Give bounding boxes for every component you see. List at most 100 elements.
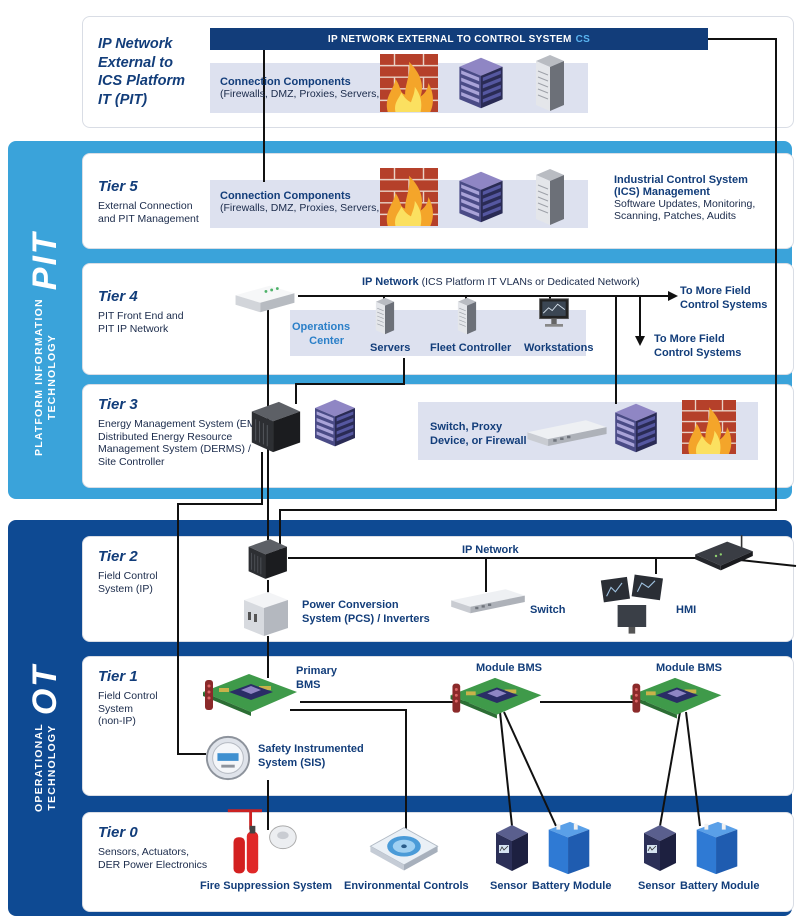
tier1-desc-line-1: Field Control bbox=[98, 690, 158, 702]
tier3-title: Tier 3 bbox=[98, 396, 138, 413]
tier4-desc-line-1: PIT Front End and bbox=[98, 310, 184, 322]
external-components-title: Connection Components bbox=[220, 76, 351, 88]
fleet-controller-label: Fleet Controller bbox=[430, 342, 512, 354]
tier4-network-label: IP Network (ICS Platform IT VLANs or Ded… bbox=[362, 276, 640, 288]
tier5-desc-line-1: External Connection bbox=[98, 200, 193, 212]
more1-line-2: Control Systems bbox=[680, 299, 768, 311]
switch-proxy-line-2: Device, or Firewall bbox=[430, 435, 527, 447]
tier5-desc-line-2: and PIT Management bbox=[98, 212, 199, 225]
external-banner: IP NETWORK EXTERNAL TO CONTROL SYSTEM CS bbox=[210, 28, 708, 50]
battery-module-1-label: Battery Module bbox=[532, 880, 612, 892]
circuit-board-icon bbox=[624, 674, 726, 732]
server-rack-icon bbox=[310, 396, 360, 450]
tier5-components-sub: (Firewalls, DMZ, Proxies, Servers, etc.) bbox=[220, 202, 403, 214]
primary-bms-line-1: Primary bbox=[296, 665, 337, 677]
server-rack-icon bbox=[610, 400, 662, 456]
tier0-desc: Sensors, Actuators, DER Power Electronic… bbox=[98, 846, 207, 871]
network-switch-icon bbox=[524, 416, 610, 452]
tier2-desc-line-1: Field Control bbox=[98, 570, 158, 582]
ics-title-line-2: (ICS) Management bbox=[614, 186, 710, 198]
server-tower-icon bbox=[530, 166, 570, 228]
ics-management: Industrial Control System (ICS) Manageme… bbox=[614, 174, 755, 222]
switch-proxy-line-1: Switch, Proxy bbox=[430, 421, 503, 433]
tier3-desc: Energy Management System (EMS) / Distrib… bbox=[98, 418, 272, 468]
tier1-desc: Field Control System (non-IP) bbox=[98, 690, 158, 728]
external-title-line-1: IP Network bbox=[98, 36, 173, 52]
hmi-label: HMI bbox=[676, 604, 697, 616]
more-field-2: To More Field Control Systems bbox=[654, 332, 741, 360]
server-rack-icon bbox=[454, 168, 508, 226]
firewall-icon bbox=[682, 400, 736, 454]
tier1-desc-line-3: (non-IP) bbox=[98, 715, 136, 727]
tier5-desc: External Connection and PIT Management bbox=[98, 200, 199, 225]
tier4-desc-line-2: PIT IP Network bbox=[98, 322, 169, 335]
tier3-desc-line-4: Site Controller bbox=[98, 455, 165, 468]
field-controller-icon bbox=[244, 536, 290, 582]
external-title-line-4: IT (PIT) bbox=[98, 91, 148, 108]
pcs-label: Power Conversion System (PCS) / Inverter… bbox=[302, 598, 430, 626]
circuit-board-icon bbox=[196, 670, 302, 730]
tier3-desc-line-2: Distributed Energy Resource bbox=[98, 430, 233, 443]
tier2-desc: Field Control System (IP) bbox=[98, 570, 158, 595]
circuit-board-icon bbox=[444, 674, 546, 732]
external-title: IP Network External to ICS Platform IT (… bbox=[98, 35, 185, 109]
ics-sub-line-2: Scanning, Patches, Audits bbox=[614, 210, 736, 222]
tier1-desc-line-2: System bbox=[98, 702, 134, 715]
server-tower-icon bbox=[372, 294, 398, 338]
pcs-line-2: System (PCS) / Inverters bbox=[302, 613, 430, 625]
primary-bms-line-2: BMS bbox=[296, 679, 321, 691]
ics-title-line-1: Industrial Control System bbox=[614, 174, 748, 186]
network-switch-icon bbox=[448, 584, 528, 620]
tier2-panel bbox=[82, 536, 794, 642]
ics-sub-line-1: Software Updates, Monitoring, bbox=[614, 198, 756, 210]
switch-proxy-label: Switch, Proxy Device, or Firewall bbox=[430, 420, 527, 448]
tier3-desc-line-1: Energy Management System (EMS) / bbox=[98, 418, 272, 430]
tier2-title: Tier 2 bbox=[98, 548, 138, 565]
more-field-1: To More Field Control Systems bbox=[680, 284, 767, 312]
tier0-desc-line-2: DER Power Electronics bbox=[98, 858, 208, 871]
battery-icon bbox=[544, 818, 594, 876]
sis-label: Safety Instrumented System (SIS) bbox=[258, 742, 364, 770]
tier4-desc: PIT Front End and PIT IP Network bbox=[98, 310, 184, 335]
pcs-inverter-icon bbox=[240, 588, 290, 638]
fire-suppression-label: Fire Suppression System bbox=[200, 880, 333, 892]
tier5-title: Tier 5 bbox=[98, 178, 138, 195]
battery-module-2-label: Battery Module bbox=[680, 880, 760, 892]
more2-line-2: Control Systems bbox=[654, 347, 742, 359]
external-components-label: Connection Components (Firewalls, DMZ, P… bbox=[220, 76, 403, 100]
environmental-controls-label: Environmental Controls bbox=[344, 880, 469, 892]
tier0-title: Tier 0 bbox=[98, 824, 138, 841]
sensor-icon bbox=[640, 822, 680, 874]
server-tower-icon bbox=[454, 294, 480, 338]
tier2-switch-label: Switch bbox=[530, 604, 566, 616]
sensor-2-label: Sensor bbox=[638, 880, 676, 892]
pcs-line-1: Power Conversion bbox=[302, 599, 399, 611]
hmi-icon bbox=[600, 570, 666, 640]
module-bms-2-label: Module BMS bbox=[656, 662, 722, 674]
tier4-title: Tier 4 bbox=[98, 288, 138, 305]
module-bms-1-label: Module BMS bbox=[476, 662, 542, 674]
more1-line-1: To More Field bbox=[680, 285, 751, 297]
workstations-label: Workstations bbox=[524, 342, 594, 354]
firewall-icon bbox=[380, 168, 438, 226]
servers-label: Servers bbox=[370, 342, 411, 354]
tier5-components-title: Connection Components bbox=[220, 190, 351, 202]
tier1-title: Tier 1 bbox=[98, 668, 138, 685]
sensor-icon bbox=[492, 822, 532, 874]
external-link-line bbox=[279, 38, 777, 558]
battery-icon bbox=[692, 818, 742, 876]
fire-extinguisher-icon bbox=[224, 808, 300, 876]
tier2-ip-network-label: IP Network bbox=[462, 544, 519, 556]
external-components-sub: (Firewalls, DMZ, Proxies, Servers, etc.) bbox=[220, 88, 403, 100]
tier0-desc-line-1: Sensors, Actuators, bbox=[98, 846, 190, 858]
primary-bms-label: Primary BMS bbox=[296, 664, 337, 692]
meter-icon bbox=[204, 734, 252, 782]
banner-cs: CS bbox=[575, 33, 591, 45]
sensor-1-label: Sensor bbox=[490, 880, 528, 892]
firewall-icon bbox=[380, 54, 438, 112]
operations-center-box bbox=[290, 310, 586, 356]
workstation-icon bbox=[536, 296, 572, 334]
wireless-router-icon bbox=[692, 528, 756, 576]
banner-text: IP NETWORK EXTERNAL TO CONTROL SYSTEM bbox=[327, 33, 572, 45]
